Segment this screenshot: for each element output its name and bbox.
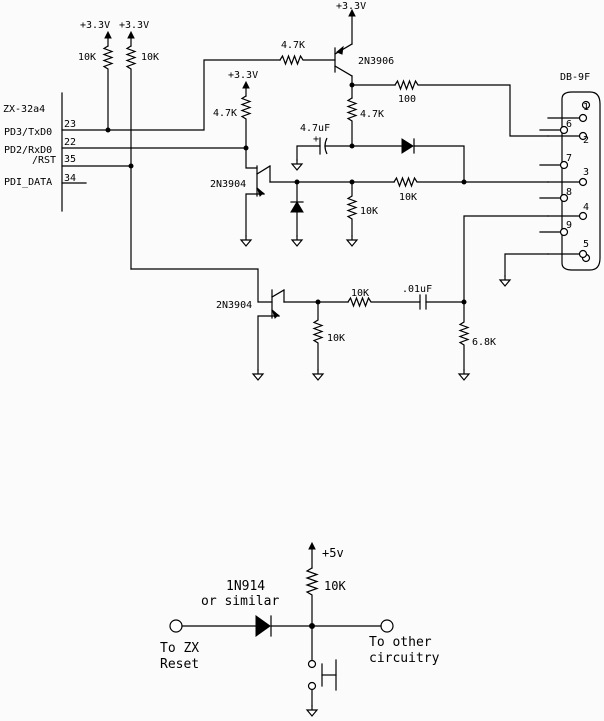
pnp-stage: 4.7K +3.3V 2N3906 100 4.7K	[107, 1, 549, 149]
npn2-transistor-label: 2N3904	[216, 300, 252, 311]
diode-1n914	[255, 615, 271, 637]
connector-name: DB-9F	[560, 72, 590, 83]
pullup-1-value: 10K	[78, 52, 96, 63]
supply-label-mid: +3.3V	[228, 70, 258, 81]
npn-stage-2: 2N3904 10K 10K .01uF 6.8K	[130, 215, 549, 381]
diode-label-line2: or similar	[201, 594, 279, 609]
pulldown-2-value: 10K	[327, 333, 345, 344]
electrolytic-value: 4.7uF	[300, 123, 330, 134]
module-name: ZX-32a4	[3, 104, 45, 115]
ceramic-cap-value: .01uF	[402, 284, 432, 295]
zx-module: ZX-32a4 PD3/TxD0 23 PD2/RxD0 22 /RST 35 …	[3, 92, 134, 212]
pullup-2-value: 10K	[141, 52, 159, 63]
pnp-base-resistor-value: 4.7K	[281, 40, 305, 51]
db9-pin-3: 3	[583, 167, 589, 178]
db9-pin-6: 6	[566, 119, 572, 130]
series-100-value: 100	[398, 94, 416, 105]
supply-label-top: +3.3V	[336, 1, 366, 12]
other-circuitry-label-line1: To other	[369, 635, 432, 650]
reset-resistor-value: 10K	[324, 579, 346, 593]
db9-connector: DB-9F 1 2 3 4 5 6 7 8 9	[499, 72, 601, 287]
zx-reset-label-line2: Reset	[160, 657, 199, 672]
pin-label-pdi: PDI_DATA	[4, 177, 52, 188]
series-10k-2-value: 10K	[351, 288, 369, 299]
npn-stage-1: +3.3V 4.7K 2N3904 10K	[130, 70, 549, 247]
db9-pin-7: 7	[566, 153, 572, 164]
db9-pin-9: 9	[566, 220, 572, 231]
signal-diode	[351, 138, 465, 183]
other-circuitry-label-line2: circuitry	[369, 651, 440, 666]
pin-num-22: 22	[64, 137, 76, 148]
main-schematic: +3.3V 10K +3.3V 10K ZX-32a4 PD3/TxD0 23 …	[3, 1, 601, 381]
pulldown-1-value: 10K	[360, 206, 378, 217]
npn1-base-resistor-value: 4.7K	[213, 108, 237, 119]
load-resistor-value: 6.8K	[472, 337, 496, 348]
pin-label-txd: PD3/TxD0	[4, 127, 52, 138]
reset-supply-label: +5v	[322, 546, 344, 560]
db9-pin-2: 2	[583, 135, 589, 146]
zx-reset-label-line1: To ZX	[160, 641, 199, 656]
supply-label-left-1: +3.3V	[80, 20, 110, 31]
pin-num-35: 35	[64, 154, 76, 165]
pullup-resistor-2: +3.3V 10K	[119, 20, 159, 270]
supply-label-left-2: +3.3V	[119, 20, 149, 31]
pin-label-rst: /RST	[32, 155, 56, 166]
db9-pin-8: 8	[566, 187, 572, 198]
db9-pin-1: 1	[583, 102, 589, 113]
npn1-transistor-label: 2N3904	[210, 179, 246, 190]
junction-rst	[128, 163, 134, 169]
screw-hole-top	[581, 100, 591, 110]
db9-pin-4: 4	[583, 202, 589, 213]
pin-num-23: 23	[64, 119, 76, 130]
junction-diode-node	[461, 179, 467, 185]
terminal-zx-reset	[169, 619, 183, 633]
pnp-transistor-label: 2N3906	[358, 56, 394, 67]
terminal-other-circuitry	[380, 619, 394, 633]
reset-schematic: +5v 10K 1N914 or similar To ZX Reset To …	[160, 542, 440, 717]
pin-label-rxd: PD2/RxD0	[4, 145, 52, 156]
electrolytic-capacitor: 4.7uF +	[291, 123, 353, 171]
db9-pin-5: 5	[583, 239, 589, 250]
series-10k-1-value: 10K	[399, 192, 417, 203]
pullup-resistor-1: +3.3V 10K	[78, 20, 114, 131]
diode-label-line1: 1N914	[226, 579, 265, 594]
cap-plus-sign: +	[313, 134, 319, 145]
pin-num-34: 34	[64, 173, 76, 184]
pnp-collector-resistor-value: 4.7K	[360, 109, 384, 120]
